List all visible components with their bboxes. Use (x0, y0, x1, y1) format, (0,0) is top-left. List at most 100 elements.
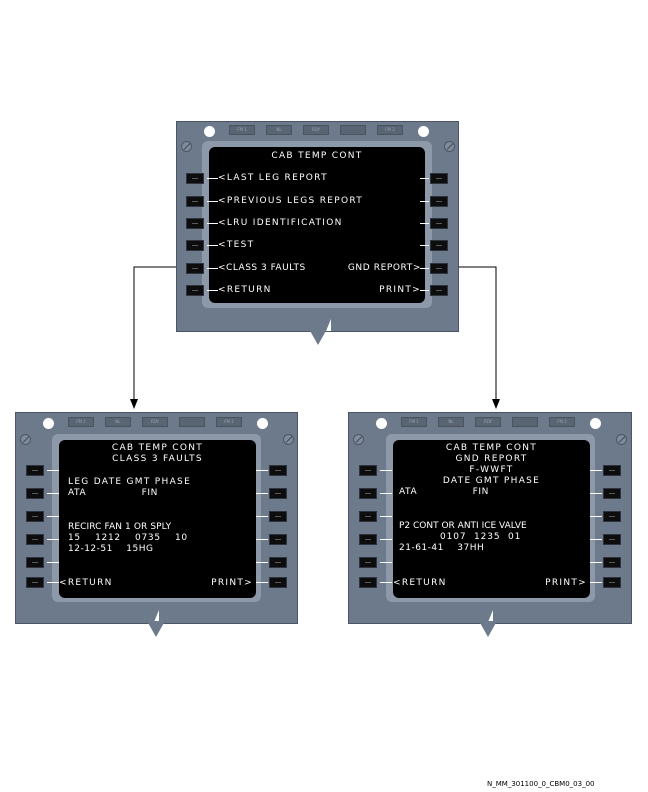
lsk-5r[interactable] (269, 557, 287, 568)
lsk-1l[interactable] (26, 465, 44, 476)
lsk-6l[interactable] (186, 285, 204, 296)
prompt-return[interactable]: <RETURN (393, 578, 447, 588)
key-fm2[interactable]: FM 2 (216, 417, 242, 427)
lsk-1r[interactable] (269, 465, 287, 476)
lsk-tick (207, 245, 218, 246)
lsk-tick (256, 539, 268, 540)
prompt-gnd-report[interactable]: GND REPORT> (347, 263, 421, 273)
key-nl[interactable]: NL (266, 125, 292, 135)
lsk-5r[interactable] (603, 557, 621, 568)
lsk-tick (207, 223, 218, 224)
key-fm2[interactable]: FM 2 (549, 417, 575, 427)
lsk-2r[interactable] (603, 488, 621, 499)
lsk-tick (420, 245, 429, 246)
prompt-print[interactable]: PRINT> (379, 285, 421, 295)
key-nl[interactable]: NL (438, 417, 464, 427)
lsk-tick (380, 539, 392, 540)
fault-row-2: 21-61-41 37HH (399, 543, 485, 553)
key-blank[interactable] (512, 417, 538, 427)
column-header-2: ATA FIN (68, 488, 158, 498)
fault-row-1: 0107 1235 01 (440, 532, 522, 542)
key-rdy[interactable]: RDY (303, 125, 329, 135)
lsk-6r[interactable] (269, 577, 287, 588)
lsk-3l[interactable] (359, 511, 377, 522)
lsk-4r[interactable] (269, 534, 287, 545)
lsk-tick (47, 539, 59, 540)
key-nl[interactable]: NL (105, 417, 131, 427)
lsk-tick (420, 201, 429, 202)
key-blank[interactable] (340, 125, 366, 135)
lsk-2l[interactable] (359, 488, 377, 499)
key-rdy[interactable]: RDY (142, 417, 168, 427)
lsk-tick (256, 582, 268, 583)
lsk-5r[interactable] (430, 263, 448, 274)
lsk-1r[interactable] (430, 173, 448, 184)
prompt-previous-legs-report[interactable]: <PREVIOUS LEGS REPORT (218, 196, 364, 206)
lsk-1l[interactable] (359, 465, 377, 476)
lsk-1r[interactable] (603, 465, 621, 476)
lsk-4r[interactable] (603, 534, 621, 545)
lsk-tick (47, 582, 59, 583)
prompt-print[interactable]: PRINT> (211, 578, 253, 588)
lsk-4l[interactable] (186, 240, 204, 251)
mcdu-screen: CAB TEMP CONT CLASS 3 FAULTS LEG DATE GM… (59, 440, 256, 598)
prompt-lru-identification[interactable]: <LRU IDENTIFICATION (218, 218, 343, 228)
lsk-5l[interactable] (186, 263, 204, 274)
lsk-3l[interactable] (186, 218, 204, 229)
key-fm1[interactable]: FM 1 (401, 417, 427, 427)
top-keybar: FM 1 NL RDY FM 2 (401, 417, 581, 427)
lsk-5l[interactable] (26, 557, 44, 568)
lsk-4l[interactable] (26, 534, 44, 545)
lsk-2l[interactable] (26, 488, 44, 499)
prompt-return[interactable]: <RETURN (59, 578, 113, 588)
lsk-tick (47, 516, 59, 517)
panel-tab (479, 621, 497, 637)
page-title: CAB TEMP CONT (111, 443, 204, 453)
page-subtitle: CLASS 3 FAULTS (112, 454, 203, 464)
lsk-3l[interactable] (26, 511, 44, 522)
lsk-4r[interactable] (430, 240, 448, 251)
lsk-3r[interactable] (430, 218, 448, 229)
prompt-print[interactable]: PRINT> (545, 578, 587, 588)
annunciator-light (204, 126, 215, 137)
annunciator-light (257, 418, 268, 429)
lsk-tick (590, 582, 602, 583)
lsk-tick (380, 470, 392, 471)
screw-icon (181, 141, 192, 152)
annunciator-light (43, 418, 54, 429)
prompt-return[interactable]: <RETURN (218, 285, 272, 295)
lsk-6l[interactable] (359, 577, 377, 588)
lsk-tick (47, 493, 59, 494)
lsk-4l[interactable] (359, 534, 377, 545)
prompt-test[interactable]: <TEST (218, 240, 255, 250)
mcdu-left: FM 1 NL RDY FM 2 CAB TEMP CONT CLASS 3 F… (15, 412, 298, 624)
key-blank[interactable] (179, 417, 205, 427)
top-keybar: FM 1 NL RDY FM 2 (68, 417, 248, 427)
lsk-tick (380, 493, 392, 494)
lsk-2l[interactable] (186, 196, 204, 207)
lsk-1l[interactable] (186, 173, 204, 184)
page-subtitle: GND REPORT (455, 454, 528, 464)
lsk-6l[interactable] (26, 577, 44, 588)
lsk-tick (420, 268, 429, 269)
panel-tab (147, 621, 165, 637)
lsk-tick (207, 201, 218, 202)
lsk-3r[interactable] (269, 511, 287, 522)
lsk-tick (256, 562, 268, 563)
prompt-last-leg-report[interactable]: <LAST LEG REPORT (218, 173, 328, 183)
key-fm2[interactable]: FM 2 (377, 125, 403, 135)
lsk-tick (420, 178, 429, 179)
lsk-6r[interactable] (430, 285, 448, 296)
lsk-2r[interactable] (430, 196, 448, 207)
lsk-2r[interactable] (269, 488, 287, 499)
key-rdy[interactable]: RDY (475, 417, 501, 427)
lsk-tick (256, 493, 268, 494)
screw-icon (353, 434, 364, 445)
lsk-3r[interactable] (603, 511, 621, 522)
arrow-left (130, 399, 138, 409)
key-fm1[interactable]: FM 1 (229, 125, 255, 135)
lsk-5l[interactable] (359, 557, 377, 568)
key-fm1[interactable]: FM 1 (68, 417, 94, 427)
prompt-class3-faults[interactable]: <CLASS 3 FAULTS (218, 263, 306, 273)
lsk-6r[interactable] (603, 577, 621, 588)
